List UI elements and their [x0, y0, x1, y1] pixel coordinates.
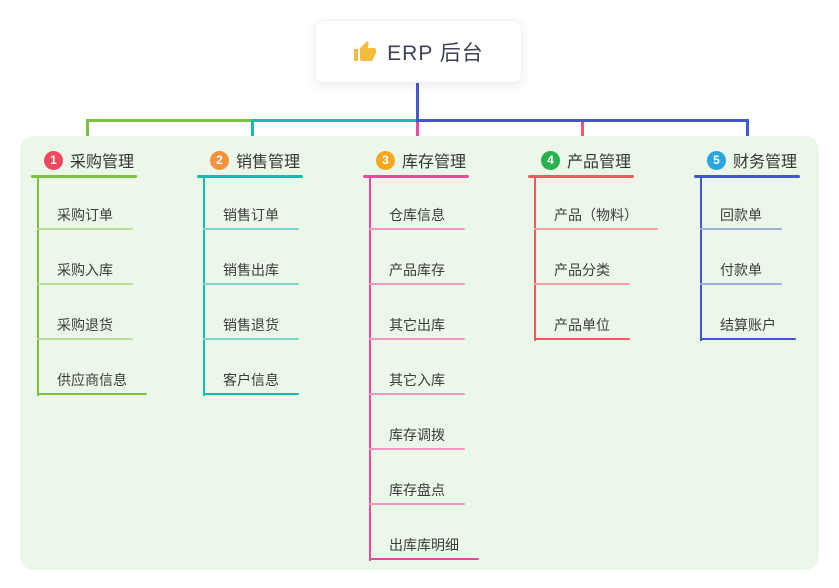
branch-children-connector — [700, 178, 702, 341]
child-node[interactable]: 产品分类 — [534, 260, 630, 285]
branch-children-connector — [534, 178, 536, 341]
bus-segment-green — [86, 119, 254, 122]
child-underline — [700, 338, 796, 340]
child-node[interactable]: 采购入库 — [37, 260, 133, 285]
child-underline — [369, 558, 479, 560]
branch-sales: 2 销售管理 销售订单 销售出库 销售退货 客户信息 — [197, 150, 347, 396]
child-underline — [203, 228, 299, 230]
child-node[interactable]: 客户信息 — [203, 370, 299, 395]
branch-inventory: 3 库存管理 仓库信息 产品库存 其它出库 其它入库 库存调拨 库存盘点 出库库… — [363, 150, 513, 561]
branch-finance-title[interactable]: 5 财务管理 — [707, 150, 839, 171]
branch-underline — [197, 175, 303, 178]
branch-underline — [363, 175, 469, 178]
branch-underline — [694, 175, 800, 178]
branch-number-badge: 5 — [707, 150, 726, 170]
drop-connector-sales — [251, 119, 254, 150]
branch-children-connector — [203, 178, 205, 396]
child-underline — [700, 228, 782, 230]
child-node[interactable]: 采购退货 — [37, 315, 133, 340]
branch-product-title[interactable]: 4 产品管理 — [541, 150, 678, 171]
child-underline — [37, 338, 133, 340]
child-underline — [369, 393, 465, 395]
child-underline — [37, 228, 133, 230]
child-node[interactable]: 产品库存 — [369, 260, 465, 285]
child-underline — [369, 503, 465, 505]
child-node[interactable]: 销售出库 — [203, 260, 299, 285]
branch-number-badge: 3 — [376, 150, 395, 170]
child-node[interactable]: 付款单 — [700, 260, 782, 285]
branch-purchase-title[interactable]: 1 采购管理 — [44, 150, 181, 171]
child-underline — [534, 283, 630, 285]
drop-connector-finance — [746, 119, 749, 150]
child-node[interactable]: 销售退货 — [203, 315, 299, 340]
root-node-erp[interactable]: ERP 后台 — [315, 20, 522, 83]
child-underline — [369, 448, 465, 450]
child-underline — [534, 228, 658, 230]
child-underline — [534, 338, 630, 340]
branch-finance: 5 财务管理 回款单 付款单 结算账户 — [694, 150, 839, 341]
child-node[interactable]: 回款单 — [700, 205, 782, 230]
child-underline — [369, 338, 465, 340]
child-node[interactable]: 仓库信息 — [369, 205, 465, 230]
branch-underline — [31, 175, 137, 178]
branch-product: 4 产品管理 产品（物料） 产品分类 产品单位 — [528, 150, 678, 341]
child-node[interactable]: 结算账户 — [700, 315, 796, 340]
root-connector-vline — [416, 82, 419, 121]
branch-sales-title[interactable]: 2 销售管理 — [210, 150, 347, 171]
child-node[interactable]: 产品单位 — [534, 315, 630, 340]
child-node[interactable]: 采购订单 — [37, 205, 133, 230]
child-node[interactable]: 库存调拨 — [369, 425, 465, 450]
child-underline — [37, 283, 133, 285]
child-underline — [700, 283, 782, 285]
bus-segment-teal — [251, 119, 419, 122]
child-underline — [369, 228, 465, 230]
root-node-label: ERP 后台 — [387, 41, 484, 65]
child-node[interactable]: 出库库明细 — [369, 535, 479, 560]
branch-inventory-title[interactable]: 3 库存管理 — [376, 150, 513, 171]
branch-purchase: 1 采购管理 采购订单 采购入库 采购退货 供应商信息 — [31, 150, 181, 396]
child-node[interactable]: 库存盘点 — [369, 480, 465, 505]
branch-number-badge: 4 — [541, 150, 560, 170]
child-underline — [37, 393, 147, 395]
branches-panel — [20, 136, 819, 570]
branch-underline — [528, 175, 634, 178]
branch-children-connector — [369, 178, 371, 561]
branch-number-badge: 1 — [44, 150, 63, 170]
child-node[interactable]: 供应商信息 — [37, 370, 147, 395]
child-underline — [369, 283, 465, 285]
child-underline — [203, 338, 299, 340]
child-node[interactable]: 销售订单 — [203, 205, 299, 230]
thumbs-up-icon — [354, 40, 377, 61]
branch-children-connector — [37, 178, 39, 396]
child-underline — [203, 393, 299, 395]
child-node[interactable]: 其它入库 — [369, 370, 465, 395]
bus-segment-blue — [416, 119, 749, 122]
drop-connector-purchase — [86, 119, 89, 150]
child-underline — [203, 283, 299, 285]
child-node[interactable]: 其它出库 — [369, 315, 465, 340]
child-node[interactable]: 产品（物料） — [534, 205, 658, 230]
branch-number-badge: 2 — [210, 150, 229, 170]
